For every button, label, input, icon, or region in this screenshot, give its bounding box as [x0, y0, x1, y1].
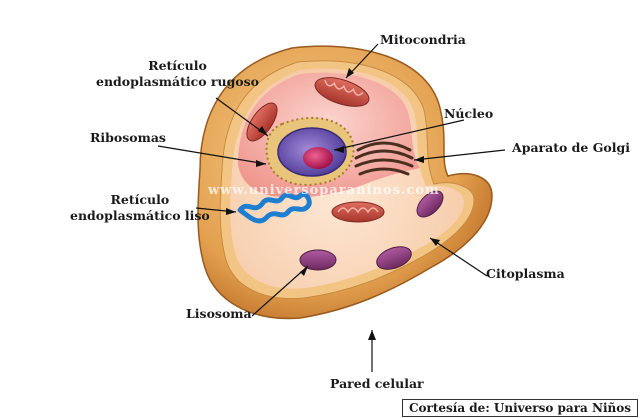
label-reticulo-rugoso-line1: Retículo — [148, 58, 207, 73]
label-reticulo-rugoso: Retículo endoplasmático rugoso — [96, 58, 259, 90]
arrowheads — [226, 68, 440, 340]
label-reticulo-rugoso-line2: endoplasmático rugoso — [96, 74, 260, 89]
nucleolus-shape — [303, 147, 333, 169]
watermark-text: www.universoparaninos.com — [207, 183, 440, 198]
mitochondrion-middle — [331, 201, 385, 223]
label-aparato-golgi: Aparato de Golgi — [512, 140, 630, 155]
label-reticulo-liso: Retículo endoplasmático liso — [70, 192, 210, 224]
label-reticulo-liso-line1: Retículo — [110, 192, 170, 207]
lysosome-shape-2 — [376, 246, 412, 270]
label-mitocondria: Mitocondria — [380, 32, 466, 47]
label-citoplasma: Citoplasma — [486, 266, 565, 281]
golgi-apparatus-shape — [354, 141, 414, 176]
lysosome-shape-3 — [416, 190, 444, 218]
label-lisosoma: Lisosoma — [186, 306, 252, 321]
lysosome-shape — [299, 249, 337, 271]
label-reticulo-liso-line2: endoplasmático liso — [70, 208, 210, 223]
mitochondrion-left — [246, 102, 278, 142]
label-ribosomas: Ribosomas — [90, 130, 166, 145]
label-nucleo: Núcleo — [444, 106, 494, 121]
label-pared-celular: Pared celular — [330, 376, 424, 391]
credit-box: Cortesía de: Universo para Niños — [401, 399, 638, 417]
mitochondrion-top — [314, 77, 370, 107]
smooth-er-shape — [237, 191, 312, 224]
